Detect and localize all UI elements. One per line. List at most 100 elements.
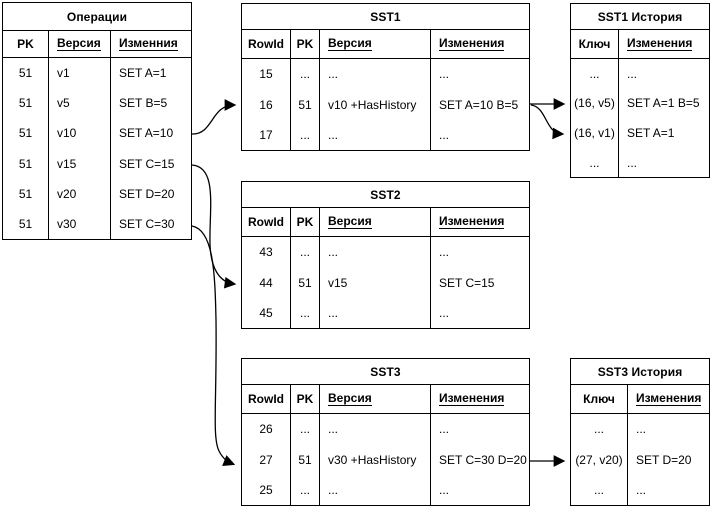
table-cell: (16, v1) [571,118,619,148]
column-header: RowId [242,385,291,414]
column-header: Ключ [571,30,619,59]
table-cell: ... [571,147,619,178]
table-cell: ... [431,59,529,90]
table-cell: v15 [320,267,431,298]
table-title: Операции [3,3,191,31]
table-title: SST1 История [571,4,709,30]
table-cell: 26 [242,414,291,445]
column-header: PK [291,208,320,237]
table-cell: ... [320,474,431,506]
table-cell: v20 [49,178,111,209]
arrow-sst1-row16-to-history-16v1 [530,104,565,140]
table-cell: SET C=30 D=20 [431,444,529,475]
column-header: Изменения [628,385,709,414]
table-title: SST2 [242,182,529,208]
column-header: Ключ [571,385,628,414]
table-cell: ... [291,59,320,90]
table-cell: 51 [3,118,49,149]
table-cell: v30 +HasHistory [320,444,431,475]
column-header: Версия [49,31,111,58]
table-cell: ... [291,237,320,268]
table-cell: ... [431,119,529,151]
table-cell: 51 [291,89,320,120]
table-sst3: SST3 RowId PK Версия Изменения 26 ... ..… [241,358,530,507]
table-cell: SET D=20 [628,444,709,475]
table-cell: 51 [3,208,49,240]
table-cell: ... [431,414,529,445]
column-header: Изменения [431,208,529,237]
column-header: Изменения [431,385,529,414]
table-cell: SET C=30 [111,208,191,240]
column-header: Версия [320,385,431,414]
table-cell: 17 [242,119,291,151]
table-cell: SET C=15 [431,267,529,298]
table-cell: 51 [291,444,320,475]
column-header: Изменения [431,30,529,59]
table-cell: v30 [49,208,111,240]
table-cell: SET A=1 [111,58,191,89]
table-sst1-history: SST1 История Ключ Изменения ... ... (16,… [570,3,710,179]
table-cell: SET A=1 [619,118,709,148]
table-title: SST3 История [571,359,709,385]
table-sst2: SST2 RowId PK Версия Изменения 43 ... ..… [241,181,530,330]
column-header: RowId [242,208,291,237]
table-cell: ... [320,414,431,445]
table-operations: Операции PK Версия Изменния 51 v1 SET A=… [2,2,192,241]
table-cell: (16, v5) [571,88,619,119]
column-header: PK [291,385,320,414]
table-cell: ... [320,237,431,268]
table-cell: v10 [49,118,111,149]
table-cell: 51 [3,148,49,179]
table-cell: ... [431,297,529,329]
table-cell: ... [291,119,320,151]
table-cell: SET D=20 [111,178,191,209]
table-sst3-history: SST3 История Ключ Изменения ... ... (27,… [570,358,710,507]
table-cell: SET A=1 B=5 [619,88,709,119]
column-header: PK [291,30,320,59]
table-cell: ... [431,474,529,506]
column-header: Изменния [111,31,191,58]
table-cell: v1 [49,58,111,89]
arrow-operations-v15-to-sst2-row44 [191,164,237,289]
table-cell: 51 [291,267,320,298]
column-header: RowId [242,30,291,59]
column-header: Изменения [619,30,709,59]
table-cell: 51 [3,58,49,89]
arrow-operations-v10-to-sst1-row16 [191,99,237,135]
table-cell: 16 [242,89,291,120]
table-cell: ... [291,297,320,329]
table-cell: ... [628,414,709,445]
table-cell: 51 [3,88,49,119]
table-cell: ... [431,237,529,268]
table-title: SST1 [242,4,529,30]
table-cell: 44 [242,267,291,298]
table-cell: 51 [3,178,49,209]
table-cell: SET B=5 [111,88,191,119]
table-cell: ... [320,297,431,329]
table-cell: ... [320,59,431,90]
table-cell: ... [320,119,431,151]
table-cell: v10 +HasHistory [320,89,431,120]
table-cell: 25 [242,474,291,506]
table-cell: SET A=10 [111,118,191,149]
arrow-operations-v30-to-sst3-row27 [191,225,236,466]
table-cell: 43 [242,237,291,268]
table-cell: v5 [49,88,111,119]
table-cell: ... [291,414,320,445]
column-header: PK [3,31,49,58]
table-cell: ... [571,414,628,445]
table-cell: 15 [242,59,291,90]
table-cell: 45 [242,297,291,329]
table-cell: 27 [242,444,291,475]
table-sst1: SST1 RowId PK Версия Изменения 15 ... ..… [241,3,530,152]
column-header: Версия [320,30,431,59]
table-cell: ... [291,474,320,506]
table-cell: SET C=15 [111,148,191,179]
column-header: Версия [320,208,431,237]
table-cell: ... [619,147,709,178]
table-cell: ... [628,474,709,506]
table-cell: SET A=10 B=5 [431,89,529,120]
table-cell: (27, v20) [571,444,628,475]
table-cell: ... [619,59,709,89]
table-cell: ... [571,474,628,506]
